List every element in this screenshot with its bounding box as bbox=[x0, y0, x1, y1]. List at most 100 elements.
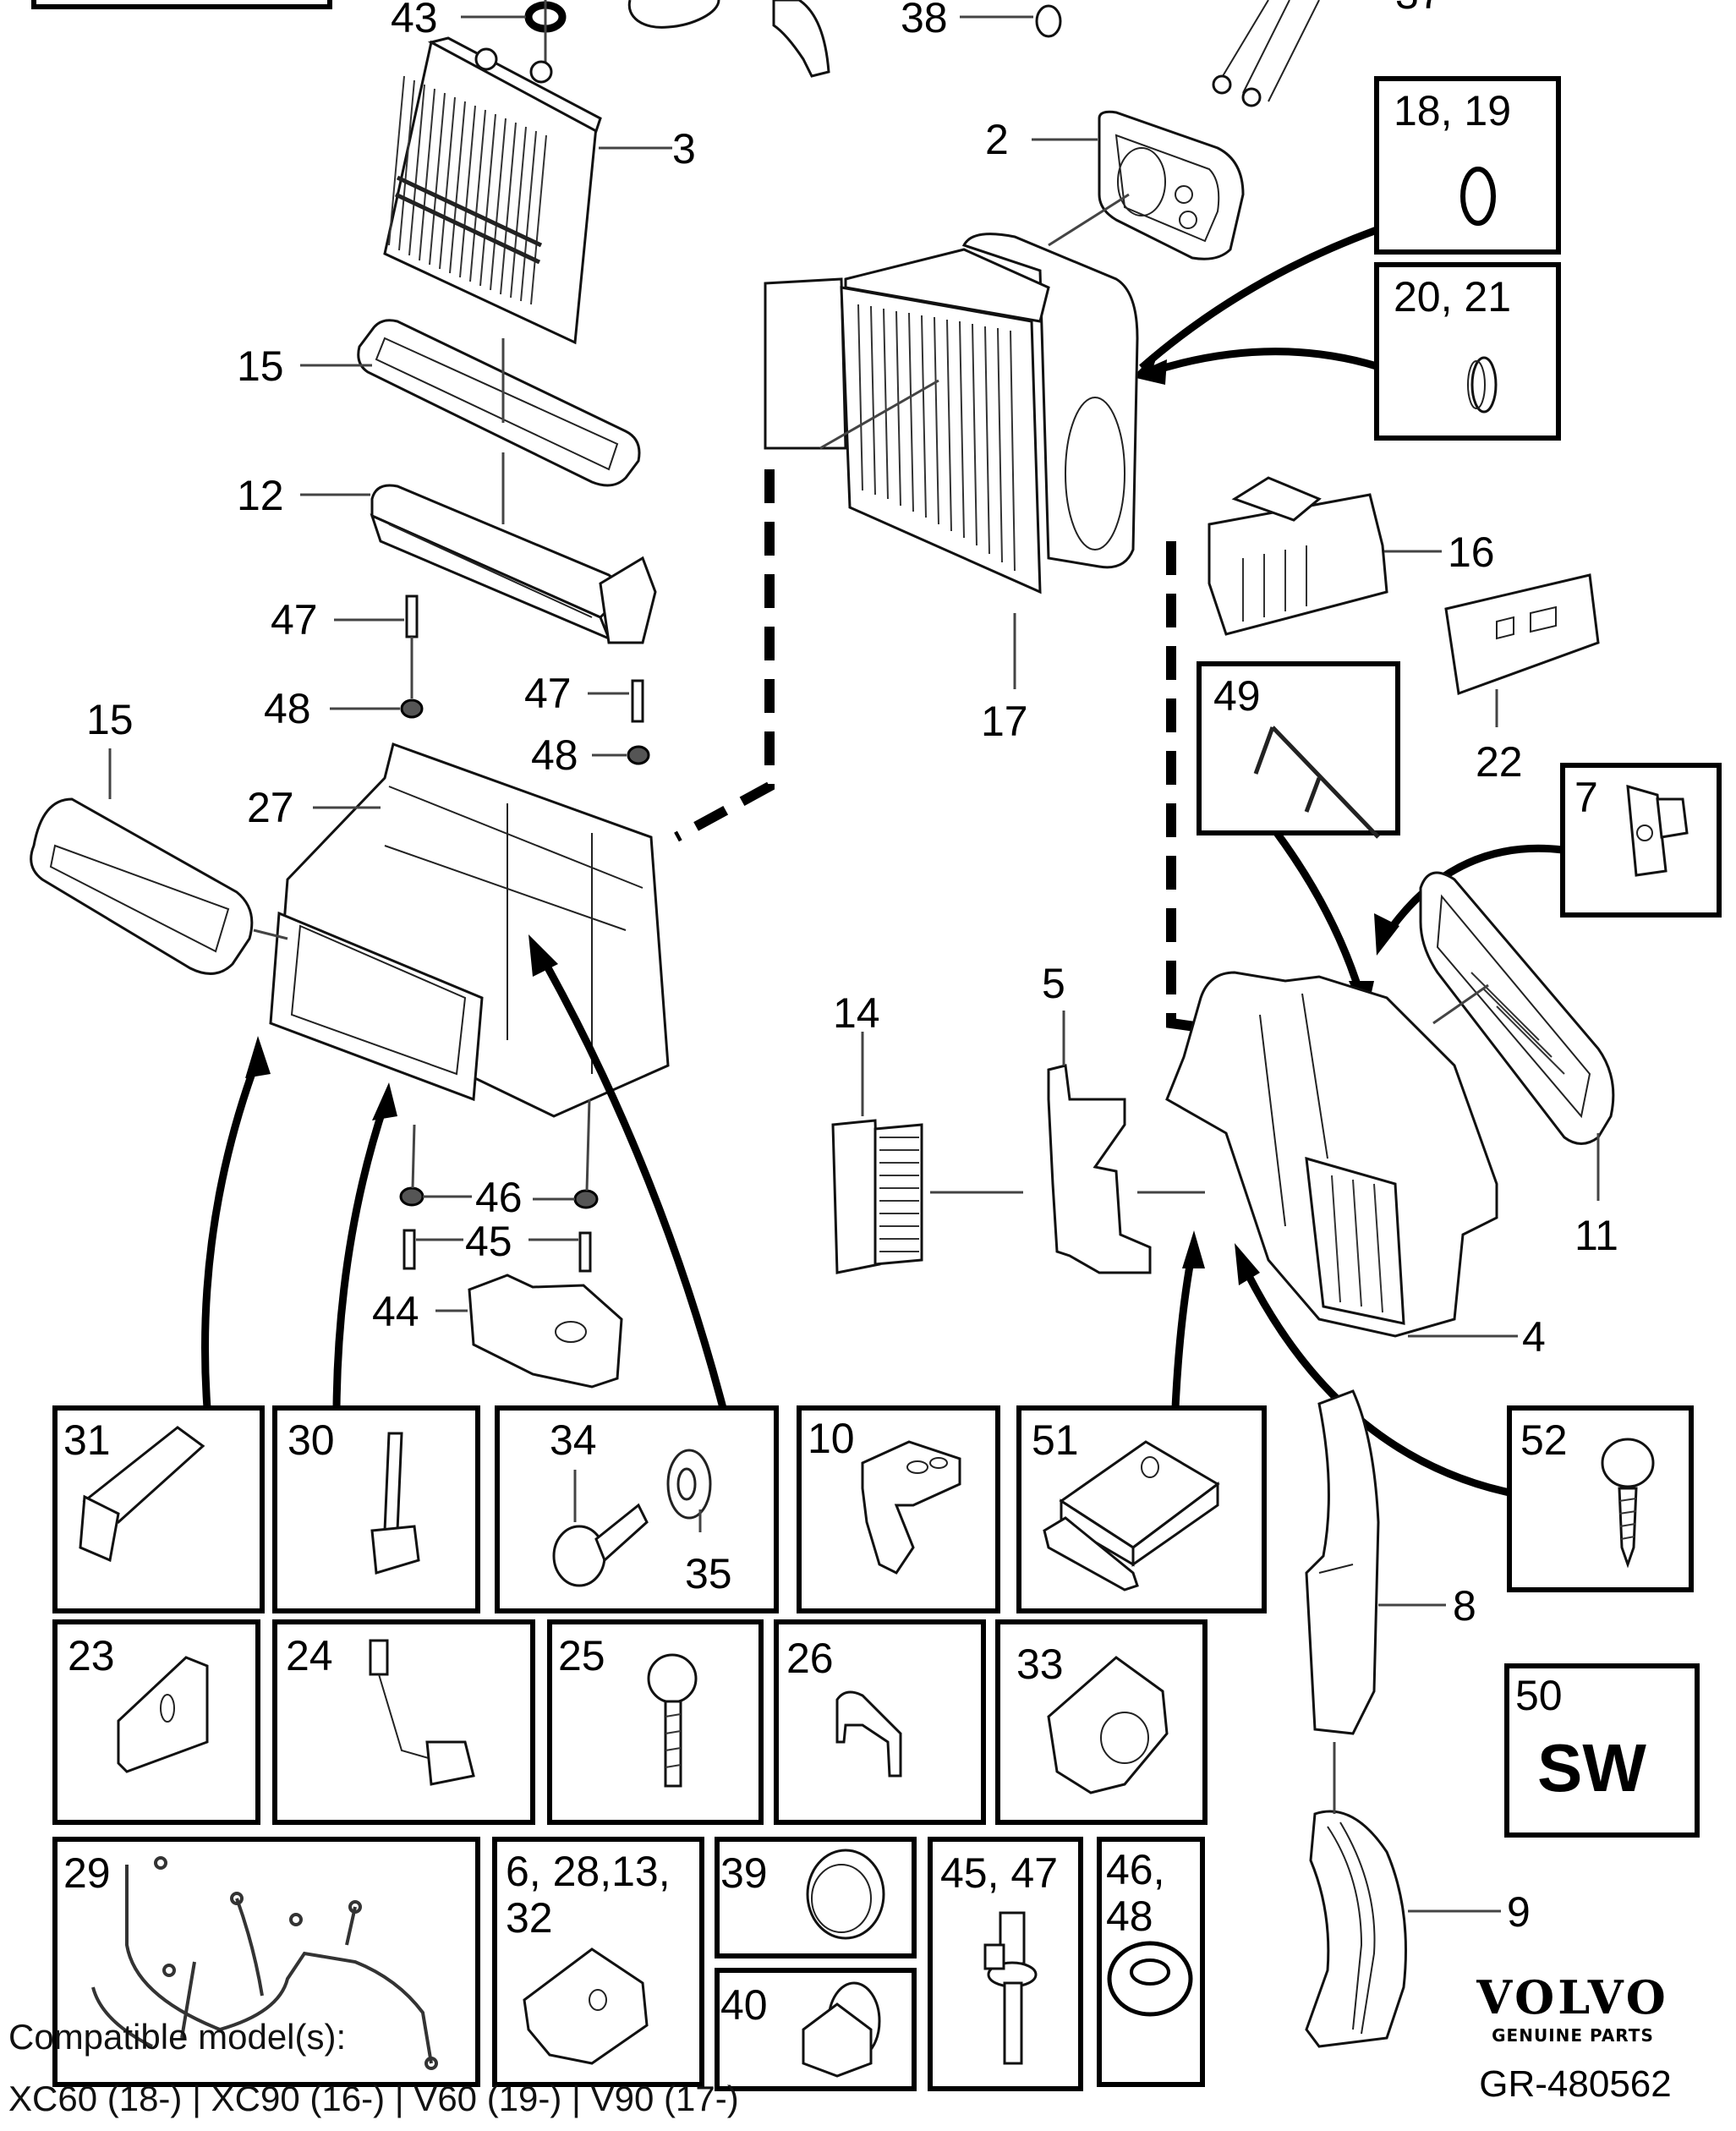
wiring-harness-icon bbox=[91, 1856, 438, 2070]
part-46-washers bbox=[399, 1098, 599, 1209]
part-16-module bbox=[1208, 476, 1442, 636]
o-ring-icon bbox=[1460, 167, 1496, 226]
box-50-label: 50 bbox=[1515, 1672, 1563, 1719]
box-10[interactable]: 10 bbox=[797, 1405, 1000, 1613]
box-29[interactable]: 29 bbox=[52, 1837, 480, 2087]
box-39[interactable]: 39 bbox=[715, 1837, 917, 1958]
clip-icon bbox=[861, 1440, 961, 1575]
part-8-foam bbox=[1305, 1389, 1446, 1735]
part-2-seal bbox=[1032, 110, 1245, 260]
callout-12: 12 bbox=[237, 472, 284, 519]
plug-icon bbox=[806, 1849, 885, 1940]
part-47-stud-a bbox=[334, 594, 419, 638]
box-6-label-line1: 6, 28,13, bbox=[506, 1848, 671, 1895]
part-top-duct bbox=[772, 0, 830, 78]
sensor-probe-icon bbox=[383, 1432, 403, 1532]
box-50[interactable]: 50 SW bbox=[1504, 1663, 1700, 1838]
box-26-label: 26 bbox=[786, 1635, 834, 1682]
clip-icon bbox=[835, 1690, 902, 1778]
callout-5: 5 bbox=[1042, 960, 1065, 1007]
box-26[interactable]: 26 bbox=[774, 1619, 986, 1825]
part-37-pipes bbox=[1212, 0, 1320, 107]
box-18-19[interactable]: 18, 19 bbox=[1374, 76, 1561, 255]
callout-46: 46 bbox=[475, 1174, 523, 1221]
part-48-washer-b bbox=[592, 745, 650, 765]
box-31[interactable]: 31 bbox=[52, 1405, 265, 1613]
box-24[interactable]: 24 bbox=[272, 1619, 535, 1825]
arrow-18-19-to-17 bbox=[1139, 226, 1378, 371]
callout-45: 45 bbox=[465, 1218, 512, 1265]
arrow-49-to-4 bbox=[1273, 830, 1366, 1000]
part-44-actuator bbox=[435, 1274, 623, 1389]
box-34-label: 34 bbox=[550, 1416, 597, 1464]
part-14-blower-motor bbox=[831, 1032, 1023, 1274]
box-34-35[interactable]: 34 35 bbox=[495, 1405, 779, 1613]
box-18-19-label: 18, 19 bbox=[1394, 87, 1511, 134]
part-top-blob bbox=[627, 0, 720, 29]
part-45-studs bbox=[403, 1229, 592, 1273]
part-4-blower-housing bbox=[1165, 971, 1518, 1338]
torx-screw-icon bbox=[647, 1653, 698, 1788]
callout-27: 27 bbox=[247, 784, 294, 831]
box-51-label: 51 bbox=[1032, 1416, 1079, 1464]
box-6-label-line2: 32 bbox=[506, 1894, 553, 1942]
arrow-7-to-4 bbox=[1383, 844, 1563, 937]
box-49-label: 49 bbox=[1213, 672, 1261, 720]
compatible-models-title: Compatible model(s): bbox=[8, 2017, 347, 2057]
callout-3: 3 bbox=[672, 125, 696, 173]
partial-box-top bbox=[31, 0, 332, 9]
washer-icon bbox=[666, 1449, 712, 1532]
box-51[interactable]: 51 bbox=[1016, 1405, 1267, 1613]
torx-screw-icon bbox=[1601, 1438, 1655, 1569]
box-52[interactable]: 52 bbox=[1507, 1405, 1694, 1592]
box-45-47[interactable]: 45, 47 bbox=[928, 1837, 1083, 2091]
box-7-label: 7 bbox=[1574, 774, 1598, 821]
box-23[interactable]: 23 bbox=[52, 1619, 260, 1825]
part-17-evaporator bbox=[764, 233, 1139, 689]
box-35-label: 35 bbox=[685, 1550, 732, 1597]
box-33[interactable]: 33 bbox=[995, 1619, 1208, 1825]
box-46-48[interactable]: 46, 48 bbox=[1097, 1837, 1205, 2087]
actuator-motor-icon bbox=[523, 1947, 649, 2065]
sensor-bracket-icon bbox=[1626, 784, 1668, 877]
box-40[interactable]: 40 bbox=[715, 1968, 917, 2091]
callout-14: 14 bbox=[833, 989, 880, 1037]
dashed-link-right bbox=[1166, 541, 1202, 1033]
box-33-label: 33 bbox=[1016, 1641, 1064, 1688]
part-3-heater-core bbox=[383, 36, 672, 345]
part-43-oring bbox=[461, 0, 567, 68]
arrow-30-to-27 bbox=[332, 1102, 389, 1409]
box-46-48-label-line2: 48 bbox=[1106, 1893, 1153, 1940]
part-15-gasket-upper bbox=[300, 319, 641, 487]
part-22-control-module bbox=[1444, 573, 1600, 727]
callout-15-left: 15 bbox=[86, 696, 134, 743]
box-25[interactable]: 25 bbox=[547, 1619, 764, 1825]
callout-4: 4 bbox=[1522, 1313, 1546, 1361]
actuator-icon bbox=[1043, 1440, 1220, 1591]
box-7[interactable]: 7 bbox=[1560, 763, 1722, 918]
callout-48-b: 48 bbox=[531, 731, 578, 779]
box-30[interactable]: 30 bbox=[272, 1405, 480, 1613]
temperature-sensor-icon bbox=[369, 1639, 475, 1786]
part-5-bracket bbox=[1047, 1011, 1205, 1274]
box-40-label: 40 bbox=[720, 1981, 768, 2029]
sw-code: SW bbox=[1537, 1730, 1646, 1805]
callout-47-b: 47 bbox=[524, 670, 572, 717]
box-31-label: 31 bbox=[63, 1416, 111, 1464]
box-6-28-13-32[interactable]: 6, 28,13, 32 bbox=[492, 1837, 704, 2087]
box-49[interactable]: 49 bbox=[1197, 661, 1400, 839]
arrow-20-21-to-17 bbox=[1148, 348, 1378, 376]
bolt-icon bbox=[552, 1470, 649, 1587]
stud-icon bbox=[983, 1911, 1038, 2065]
motor-housing-icon bbox=[1047, 1656, 1169, 1794]
callout-11: 11 bbox=[1574, 1212, 1618, 1259]
callout-17: 17 bbox=[981, 698, 1028, 745]
box-20-21[interactable]: 20, 21 bbox=[1374, 262, 1561, 441]
callout-43: 43 bbox=[391, 0, 438, 41]
callout-16: 16 bbox=[1448, 529, 1495, 576]
volvo-logo: VOLVO bbox=[1476, 1970, 1669, 2024]
box-30-label: 30 bbox=[288, 1416, 335, 1464]
part-38-fitting bbox=[960, 4, 1062, 38]
callout-9: 9 bbox=[1507, 1888, 1531, 1936]
